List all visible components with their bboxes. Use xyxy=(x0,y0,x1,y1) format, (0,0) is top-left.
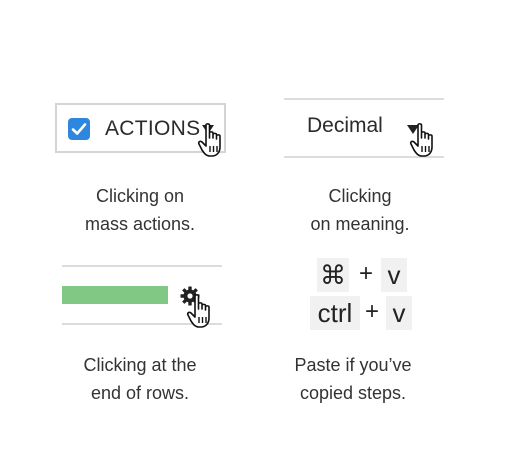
checkmark-icon xyxy=(71,123,87,135)
divider xyxy=(62,323,222,325)
v-key: v xyxy=(381,258,407,292)
caption-line: copied steps. xyxy=(299,383,407,403)
plus-sign: + xyxy=(365,298,380,325)
meaning-caption: Clicking on meaning. xyxy=(260,182,460,238)
hand-pointer-icon xyxy=(409,123,433,157)
row-settings-caption: Clicking at the end of rows. xyxy=(40,351,240,407)
caption-line: end of rows. xyxy=(90,383,190,403)
caption-line: Clicking at the xyxy=(83,355,197,375)
divider xyxy=(284,156,444,158)
hand-pointer-icon xyxy=(186,294,210,328)
hand-pointer-icon xyxy=(197,123,221,157)
paste-caption: Paste if you’ve copied steps. xyxy=(253,351,453,407)
meaning-dropdown[interactable]: Decimal xyxy=(284,100,444,156)
caption-line: on meaning. xyxy=(310,214,410,234)
mass-actions-caption: Clicking on mass actions. xyxy=(40,182,240,238)
caption-line: Clicking on xyxy=(95,186,185,206)
caption-line: mass actions. xyxy=(84,214,196,234)
caption-line: Clicking xyxy=(328,186,392,206)
caret-down-icon xyxy=(407,125,419,134)
meaning-label: Decimal xyxy=(307,114,383,137)
caption-line: Paste if you’ve xyxy=(294,355,412,375)
divider xyxy=(62,265,222,267)
ctrl-key: ctrl xyxy=(310,296,360,330)
actions-label: ACTIONS xyxy=(105,117,201,140)
divider xyxy=(284,98,444,100)
command-key: ⌘ xyxy=(317,258,349,292)
select-all-checkbox[interactable] xyxy=(68,118,90,140)
plus-sign: + xyxy=(359,260,374,287)
mass-actions-dropdown[interactable]: ACTIONS xyxy=(55,103,226,153)
table-row-bar xyxy=(62,286,168,304)
v-key: v xyxy=(386,296,412,330)
